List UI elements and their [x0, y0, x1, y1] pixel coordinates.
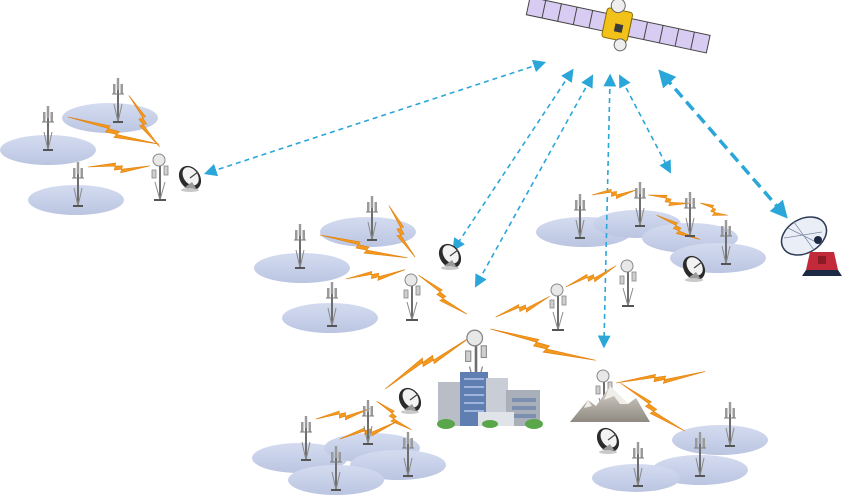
vsat-dish-icon: [433, 239, 467, 273]
satellite-links: [203, 59, 788, 349]
satellite-link: [474, 74, 594, 288]
satellite-link-earth-station: [658, 69, 788, 219]
satellite-link: [597, 73, 617, 349]
microwave-link: [646, 191, 691, 210]
microwave-link: [697, 199, 730, 222]
mountain-icon: [570, 386, 650, 422]
coverage-cell-icon: [672, 425, 768, 455]
vsat-dish-icon: [591, 423, 625, 457]
office-building-icon: [437, 372, 543, 429]
microwave-link: [487, 325, 598, 368]
microwave-link: [314, 404, 372, 427]
microwave-link: [563, 261, 620, 294]
microwave-link: [614, 367, 707, 391]
cell-tower-icon: [619, 259, 637, 307]
cell-tower-icon: [403, 273, 421, 321]
satellite-link: [619, 74, 671, 174]
satellite-link: [203, 59, 547, 177]
microwave-link: [590, 185, 638, 203]
vsat-dish-icon: [393, 383, 427, 417]
microwave-link: [413, 272, 470, 320]
cell-tower-icon: [151, 153, 169, 201]
ground-station-dish-icon: [780, 216, 842, 276]
coverage-cells: [0, 103, 768, 495]
microwave-link: [494, 292, 553, 325]
satellite-icon: [525, 0, 711, 54]
cell-towers: [41, 77, 737, 491]
satellite-link: [452, 68, 574, 252]
vsat-dish-icon: [173, 161, 207, 195]
microwave-link: [87, 161, 151, 175]
microwave-link: [344, 265, 407, 287]
cell-tower-icon: [549, 283, 567, 331]
coverage-cell-icon: [62, 103, 158, 133]
coverage-cell-icon: [28, 185, 124, 215]
